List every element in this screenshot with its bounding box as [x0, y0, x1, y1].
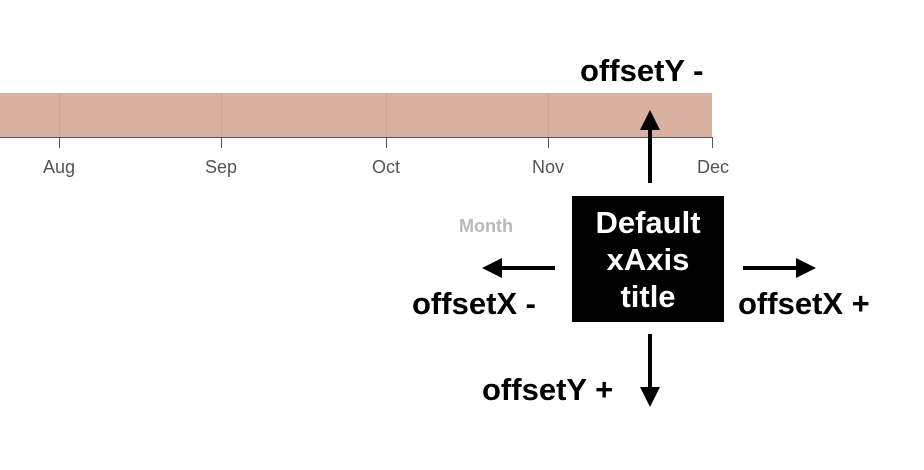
xaxis-title-box: Default xAxis title [572, 196, 724, 322]
title-box-line-2: xAxis [606, 241, 690, 277]
arrow-right-icon [743, 258, 816, 278]
x-axis-line [0, 137, 713, 138]
x-tick [221, 137, 222, 148]
x-tick-label-aug: Aug [42, 157, 76, 177]
offset-x-plus-label: offsetX + [738, 286, 870, 321]
grid-line [548, 93, 549, 137]
offset-y-minus-label: offsetY - [580, 53, 704, 88]
x-tick-label-sep: Sep [204, 157, 238, 177]
default-axis-title: Month [459, 216, 513, 236]
plot-band [0, 93, 712, 137]
title-box-line-1: Default [595, 204, 701, 240]
x-tick-label-nov: Nov [531, 157, 564, 177]
grid-line [59, 93, 60, 137]
arrow-down-icon [640, 334, 660, 407]
x-tick [386, 137, 387, 148]
grid-line [386, 93, 387, 137]
x-tick [548, 137, 549, 148]
grid-line [221, 93, 222, 137]
arrow-up-icon [640, 110, 660, 183]
x-tick-label-dec: Dec [696, 157, 729, 177]
x-tick-label-oct: Oct [371, 157, 400, 177]
offset-x-minus-label: offsetX - [412, 286, 536, 321]
x-tick [712, 137, 713, 148]
title-box-line-3: title [620, 278, 676, 314]
x-tick [59, 137, 60, 148]
arrow-left-icon [482, 258, 555, 278]
offset-y-plus-label: offsetY + [482, 372, 614, 407]
